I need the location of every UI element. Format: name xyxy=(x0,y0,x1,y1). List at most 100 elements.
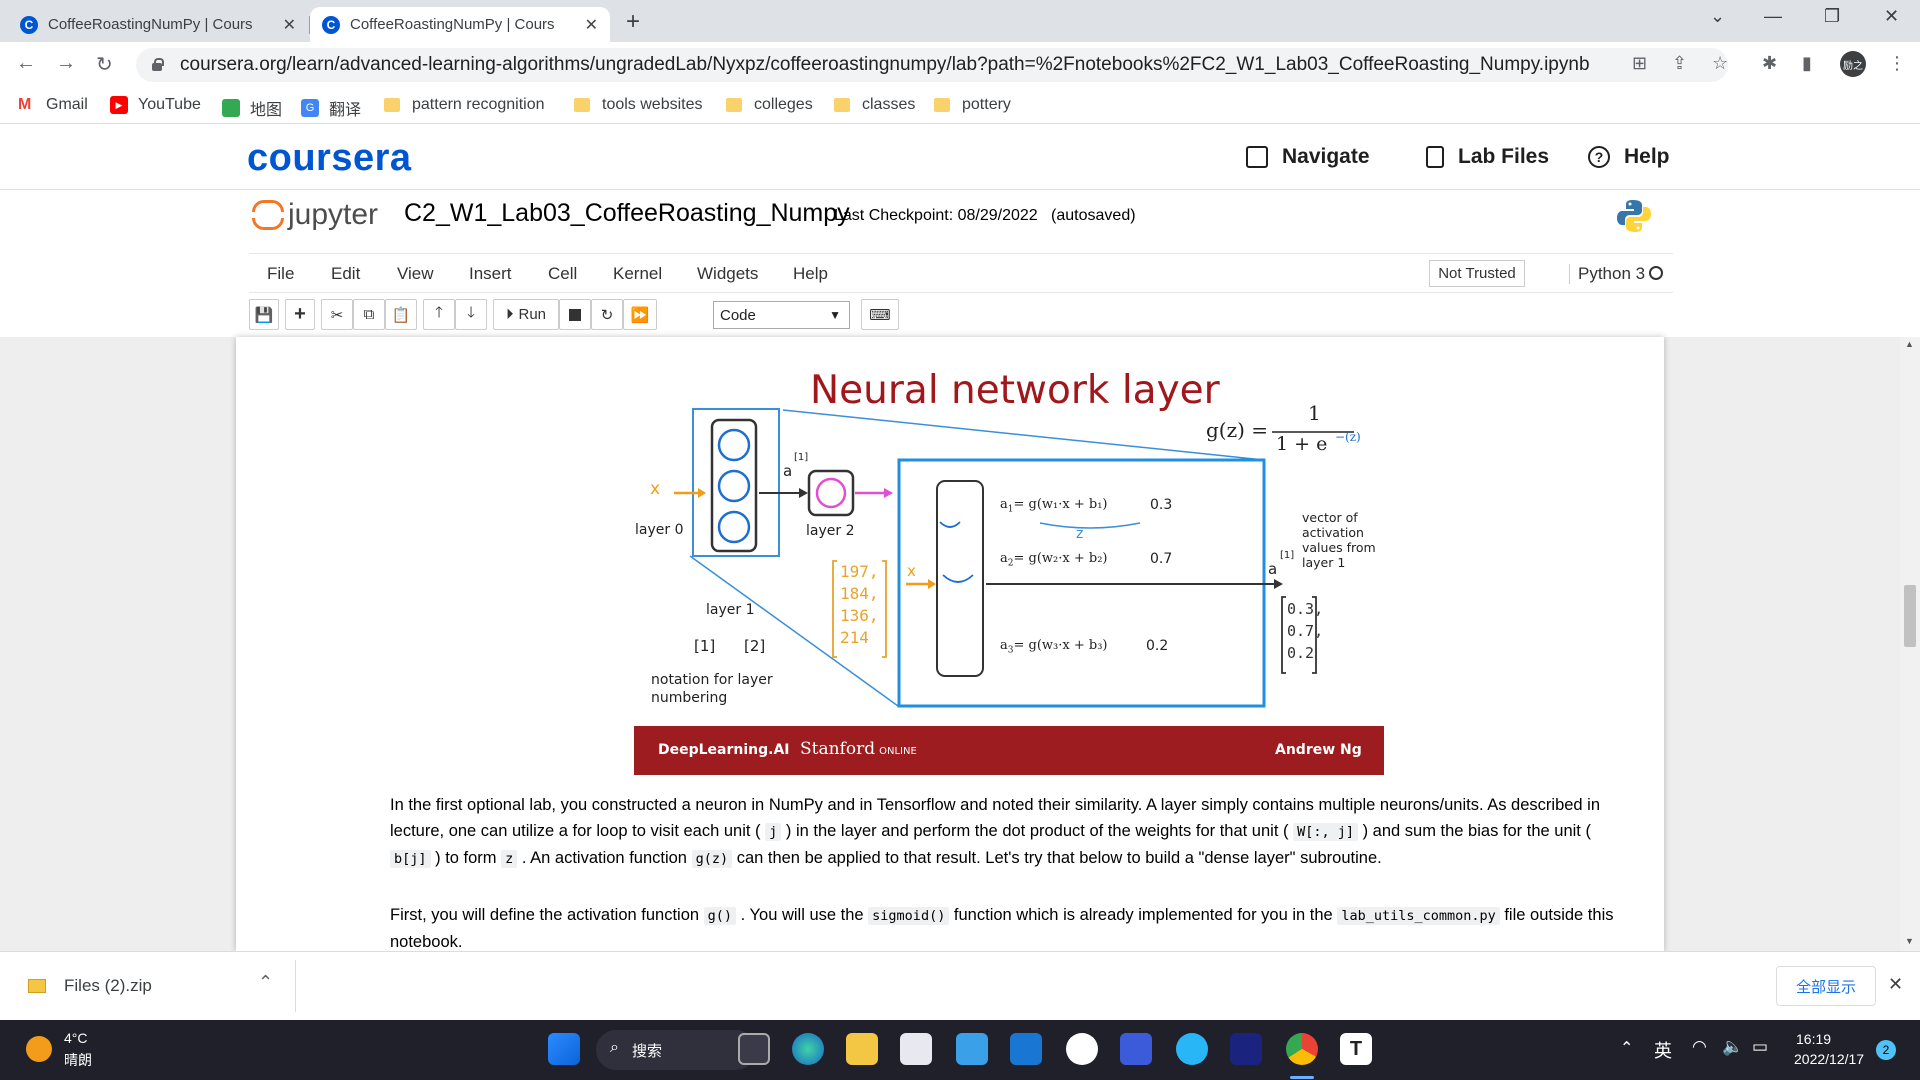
bookmark-youtube[interactable]: ▶ YouTube xyxy=(110,96,201,114)
unit-equation-2: a2= g(w₂·x + b₂) xyxy=(1000,551,1108,569)
battery-icon[interactable]: ▭ xyxy=(1752,1037,1769,1056)
wifi-icon[interactable]: ◠ xyxy=(1692,1037,1707,1056)
cut-button[interactable]: ✂ xyxy=(321,299,353,330)
bookmark-folder-colleges[interactable]: colleges xyxy=(726,96,813,114)
bookmark-star-icon[interactable]: ☆ xyxy=(1712,53,1729,73)
extensions-puzzle-icon[interactable]: ✱ xyxy=(1762,53,1778,73)
interrupt-button[interactable] xyxy=(559,299,591,330)
minimize-icon[interactable]: — xyxy=(1764,6,1782,26)
chevron-up-icon[interactable]: ⌃ xyxy=(258,972,274,992)
cell-type-select[interactable]: Code ▼ xyxy=(713,301,850,329)
coursera-logo[interactable]: coursera xyxy=(247,137,412,179)
file-explorer-icon[interactable] xyxy=(846,1033,878,1065)
app-icon[interactable] xyxy=(1230,1033,1262,1065)
neuron-circle xyxy=(717,428,751,462)
more-menu-icon[interactable]: ⋮ xyxy=(1888,53,1906,73)
paste-button[interactable]: 📋 xyxy=(385,299,417,330)
browser-tab-2[interactable]: C CoffeeRoastingNumPy | Cours ✕ xyxy=(310,7,610,42)
forward-arrow-icon[interactable]: → xyxy=(56,52,76,74)
restart-button[interactable]: ↻ xyxy=(591,299,623,330)
microsoft-store-icon[interactable] xyxy=(900,1033,932,1065)
copy-button[interactable]: ⧉ xyxy=(353,299,385,330)
chevron-up-icon[interactable]: ⌃ xyxy=(1620,1040,1634,1057)
z-underbrace xyxy=(1039,522,1141,529)
weather-temp: 4°C xyxy=(64,1030,88,1046)
bookmark-folder-tools-websites[interactable]: tools websites xyxy=(574,96,703,114)
notification-badge[interactable]: 2 xyxy=(1876,1040,1896,1060)
restart-run-all-button[interactable]: ⏩ xyxy=(623,299,657,330)
tab-search-chevron-icon[interactable]: ⌄ xyxy=(1710,6,1726,26)
unit-value-2: 0.7 xyxy=(1150,551,1173,567)
run-button[interactable]: ⏵ Run xyxy=(493,299,559,330)
move-down-button[interactable]: 🡓 xyxy=(455,299,487,330)
back-arrow-icon[interactable]: ← xyxy=(16,52,36,74)
bookmark-gmail[interactable]: M Gmail xyxy=(18,96,88,114)
browser-tab-1[interactable]: C CoffeeRoastingNumPy | Cours ✕ xyxy=(8,7,308,42)
github-icon[interactable] xyxy=(1066,1033,1098,1065)
menu-view[interactable]: View xyxy=(397,264,434,283)
insert-cell-button[interactable]: + xyxy=(285,299,315,330)
bookmark-maps[interactable]: 地图 xyxy=(222,96,282,120)
scrollbar-thumb[interactable] xyxy=(1904,585,1916,647)
remote-desktop-icon[interactable] xyxy=(956,1033,988,1065)
help-button[interactable]: ? Help xyxy=(1588,145,1670,169)
side-panel-icon[interactable]: ▮ xyxy=(1802,53,1812,73)
notebook-name[interactable]: C2_W1_Lab03_CoffeeRoasting_Numpy xyxy=(404,199,850,227)
menu-insert[interactable]: Insert xyxy=(469,264,512,283)
close-window-icon[interactable]: ✕ xyxy=(1884,6,1900,26)
mail-icon[interactable] xyxy=(1010,1033,1042,1065)
show-all-button[interactable]: 全部显示 xyxy=(1776,966,1876,1006)
notebook-menu-bar: File Edit View Insert Cell Kernel Widget… xyxy=(249,253,1673,293)
folder-icon xyxy=(574,98,590,112)
command-palette-button[interactable]: ⌨ xyxy=(861,299,899,330)
navigate-button[interactable]: Navigate xyxy=(1246,145,1370,169)
reload-icon[interactable]: ↻ xyxy=(96,54,113,76)
restore-window-icon[interactable]: ❐ xyxy=(1824,6,1841,26)
new-tab-plus-icon[interactable]: + xyxy=(626,8,641,35)
hw-bracket-right xyxy=(882,560,887,658)
clock-time[interactable]: 16:19 xyxy=(1796,1031,1832,1047)
restart-icon: ↻ xyxy=(600,306,614,324)
profile-avatar[interactable]: 励之 xyxy=(1840,51,1866,77)
close-icon[interactable]: ✕ xyxy=(1888,974,1904,994)
typora-icon[interactable]: T xyxy=(1340,1033,1372,1065)
menu-kernel[interactable]: Kernel xyxy=(613,264,663,283)
menu-file[interactable]: File xyxy=(267,264,295,283)
scroll-down-icon[interactable]: ▼ xyxy=(1905,936,1914,946)
weather-sun-icon[interactable] xyxy=(26,1036,52,1062)
move-up-button[interactable]: 🡑 xyxy=(423,299,455,330)
help-app-icon[interactable] xyxy=(1176,1033,1208,1065)
kernel-name[interactable]: Python 3 xyxy=(1569,264,1645,284)
taskbar-search[interactable]: ⌕ 搜索 xyxy=(596,1030,756,1070)
task-view-icon[interactable] xyxy=(738,1033,770,1065)
input-language[interactable]: 英 xyxy=(1654,1041,1672,1061)
not-trusted-badge[interactable]: Not Trusted xyxy=(1429,260,1525,287)
menu-help[interactable]: Help xyxy=(793,264,828,283)
lab-files-button[interactable]: Lab Files xyxy=(1426,145,1549,169)
windows-start-icon[interactable] xyxy=(548,1033,580,1065)
download-item[interactable]: Files (2).zip xyxy=(28,976,152,996)
jupyter-logo[interactable]: jupyter xyxy=(252,198,378,232)
autosaved-text: (autosaved) xyxy=(1051,207,1136,224)
translate-page-icon[interactable]: ⊞ xyxy=(1632,53,1648,73)
chrome-icon[interactable] xyxy=(1286,1033,1318,1065)
unit-equation-3: a3= g(w₃·x + b₃) xyxy=(1000,638,1108,656)
volume-icon[interactable]: 🔈 xyxy=(1722,1037,1744,1056)
scroll-up-icon[interactable]: ▲ xyxy=(1905,339,1914,349)
close-icon[interactable]: ✕ xyxy=(584,16,598,34)
share-icon[interactable]: ⇪ xyxy=(1672,53,1688,73)
save-button[interactable]: 💾 xyxy=(249,299,279,330)
address-bar[interactable]: coursera.org/learn/advanced-learning-alg… xyxy=(136,48,1728,82)
menu-widgets[interactable]: Widgets xyxy=(697,264,759,283)
clock-date[interactable]: 2022/12/17 xyxy=(1794,1051,1865,1067)
input-arrowhead xyxy=(698,488,706,498)
close-icon[interactable]: ✕ xyxy=(282,16,296,34)
bookmark-folder-classes[interactable]: classes xyxy=(834,96,915,114)
menu-edit[interactable]: Edit xyxy=(331,264,361,283)
edge-browser-icon[interactable] xyxy=(792,1033,824,1065)
menu-cell[interactable]: Cell xyxy=(548,264,578,283)
bookmark-folder-pattern-recognition[interactable]: pattern recognition xyxy=(384,96,545,114)
app-icon[interactable] xyxy=(1120,1033,1152,1065)
bookmark-translate[interactable]: G 翻译 xyxy=(301,96,361,120)
bookmark-folder-pottery[interactable]: pottery xyxy=(934,96,1011,114)
